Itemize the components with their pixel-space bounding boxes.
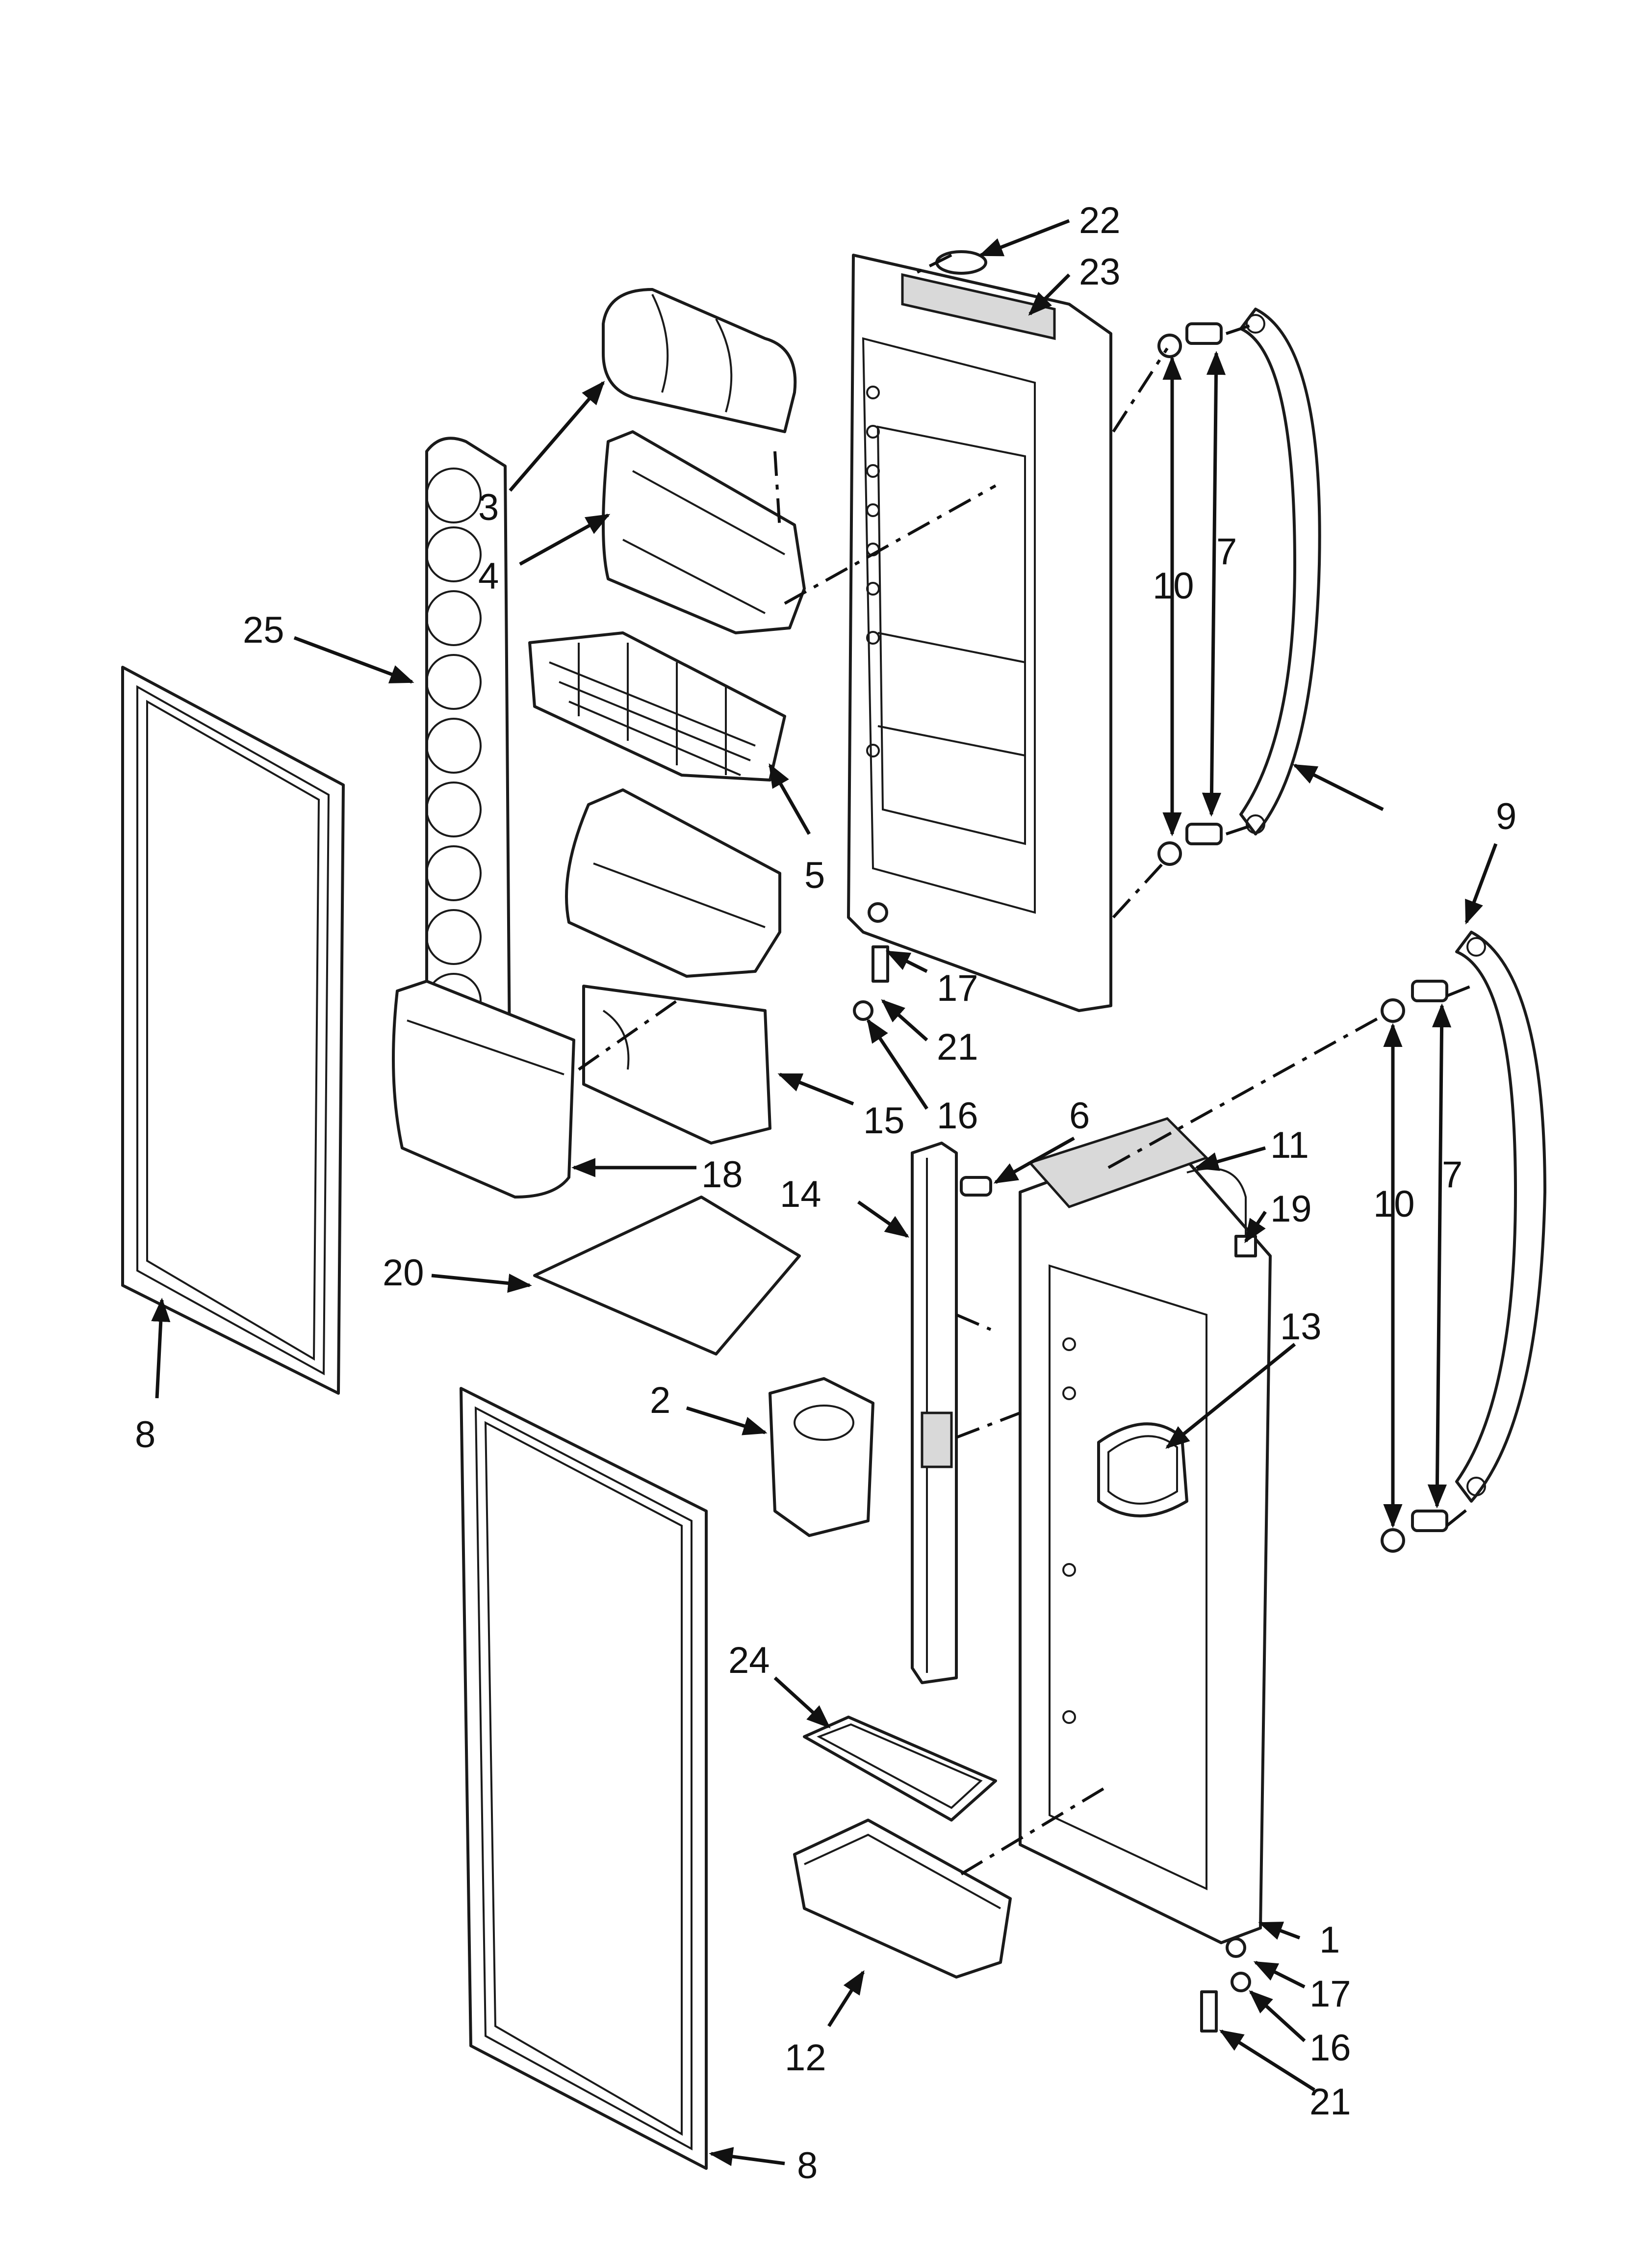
callout-12: 12 <box>785 2037 826 2079</box>
callout-7-upper: 7 <box>1216 531 1237 573</box>
fasteners <box>853 322 1448 2033</box>
callout-6: 6 <box>1069 1095 1090 1137</box>
callout-17-lower: 17 <box>1309 1973 1351 2015</box>
callout-4: 4 <box>478 555 499 597</box>
plug-22 <box>935 250 987 275</box>
callout-14: 14 <box>780 1173 821 1215</box>
callout-labels: 22 23 3 4 25 10 7 9 5 17 21 16 15 18 6 1… <box>135 200 1516 2187</box>
callout-20: 20 <box>383 1252 424 1294</box>
hinge-rail-14 <box>911 1142 958 1684</box>
callout-13: 13 <box>1280 1306 1322 1348</box>
callout-16-lower: 16 <box>1309 2027 1351 2069</box>
gasket-8-lower <box>460 1387 708 2170</box>
callout-19: 19 <box>1270 1188 1312 1230</box>
dairy-bin-4 <box>602 430 806 634</box>
callout-21-lower: 21 <box>1309 2081 1351 2123</box>
dispenser-opening-13 <box>1097 1422 1188 1517</box>
egg-cups <box>426 468 482 1029</box>
liner-shelf-bumps <box>866 386 880 757</box>
shelf-grid-5 <box>528 631 786 782</box>
dairy-cover-3 <box>602 288 797 433</box>
callout-24: 24 <box>728 1640 770 1681</box>
callout-7-lower: 7 <box>1442 1154 1462 1196</box>
callout-23: 23 <box>1079 251 1121 293</box>
callout-8-lower: 8 <box>797 2145 818 2187</box>
callout-22: 22 <box>1079 200 1121 241</box>
tray-24 <box>803 1716 997 1822</box>
callout-25: 25 <box>243 609 284 651</box>
leader-arrows <box>151 219 1498 2166</box>
door-handle-upper <box>1239 308 1321 835</box>
callout-1: 1 <box>1319 1919 1340 1961</box>
cup-2 <box>769 1377 874 1537</box>
callout-17-upper: 17 <box>937 967 978 1009</box>
cover-20 <box>533 1196 801 1356</box>
lower-door-liner-1 <box>1019 1117 1272 1944</box>
callout-21-upper: 21 <box>937 1026 978 1068</box>
callout-10-lower: 10 <box>1373 1183 1415 1225</box>
bin-12 <box>793 1819 1012 1979</box>
callout-16-upper: 16 <box>937 1095 978 1137</box>
callout-9: 9 <box>1496 796 1516 837</box>
callout-15: 15 <box>863 1100 905 1142</box>
callout-8-upper: 8 <box>135 1414 155 1456</box>
bin-18 <box>392 980 575 1199</box>
door-bin-15 <box>565 788 781 1145</box>
assembly-lines <box>578 254 1472 1876</box>
door-handle-lower <box>1455 931 1546 1503</box>
upper-door-liner <box>847 254 1112 1012</box>
callout-5: 5 <box>804 855 825 896</box>
callout-3: 3 <box>478 487 499 528</box>
callout-2: 2 <box>650 1380 670 1421</box>
callout-18: 18 <box>701 1154 743 1196</box>
callout-10-upper: 10 <box>1153 565 1194 607</box>
gasket-8-upper <box>121 666 345 1395</box>
callout-11: 11 <box>1270 1124 1309 1166</box>
